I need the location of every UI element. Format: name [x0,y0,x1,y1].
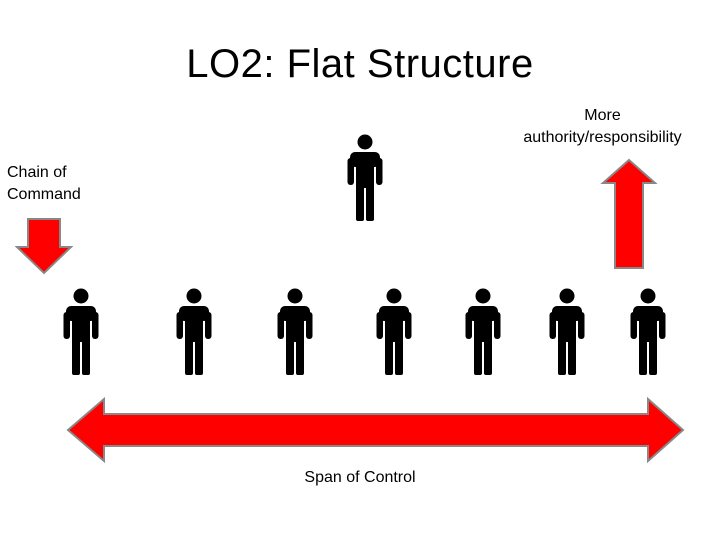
double-arrow-icon [66,396,685,464]
more-authority-label-line1: More [584,107,621,124]
more-authority-label: More authority/responsibility [495,105,710,149]
subordinate-person-icon [277,288,313,376]
subordinate-person-icon [549,288,585,376]
more-authority-label-line2: authority/responsibility [523,129,682,146]
subordinate-person-icon [176,288,212,376]
subordinate-person-icon [376,288,412,376]
span-of-control-label: Span of Control [304,469,416,486]
subordinate-person-icon [465,288,501,376]
chain-of-command-label-line2: Command [7,186,81,203]
up-arrow-icon [600,158,658,269]
manager-person-icon [347,134,383,222]
chain-of-command-label: Chain of Command [7,162,127,206]
subordinate-person-icon [63,288,99,376]
slide-title: LO2: Flat Structure [186,42,534,86]
subordinate-person-icon [630,288,666,376]
down-arrow-icon [14,218,74,275]
chain-of-command-label-line1: Chain of [7,164,67,181]
